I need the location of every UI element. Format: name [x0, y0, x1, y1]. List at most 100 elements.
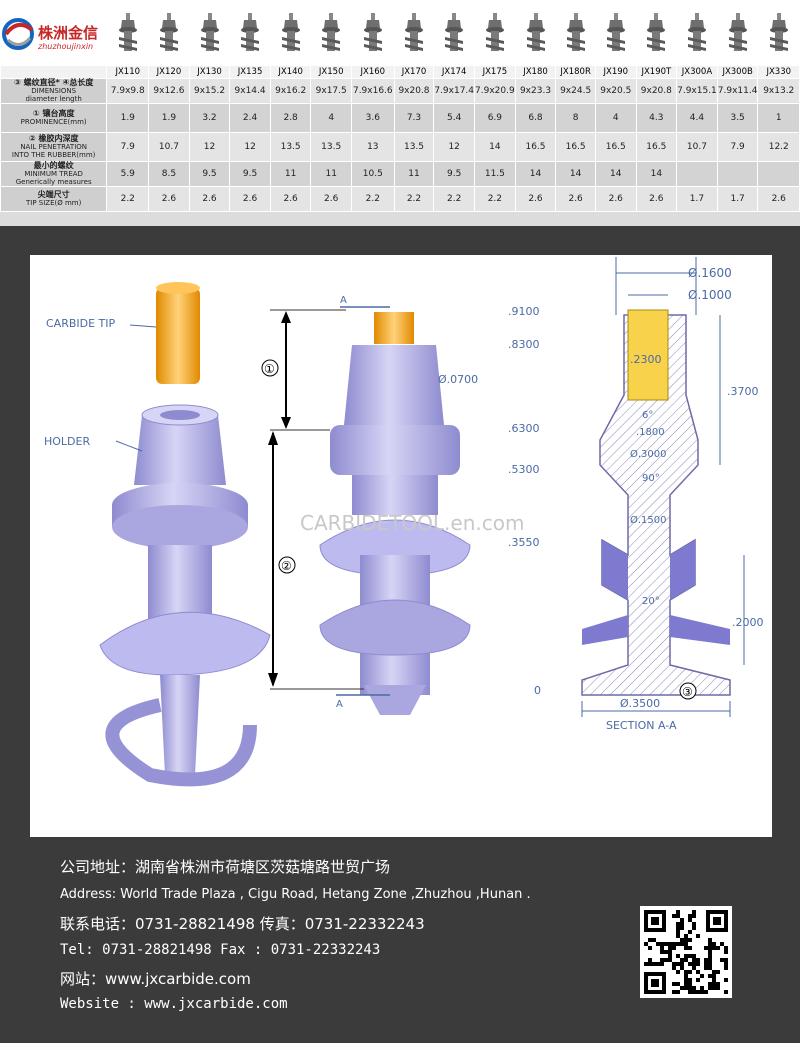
- spec-value: 7.9x15.1: [676, 78, 718, 104]
- spec-value: 2.6: [555, 186, 596, 212]
- dim-3550: .3550: [508, 536, 540, 549]
- stud-image-cell: [716, 0, 759, 66]
- diameter-1000: Ø.1000: [688, 288, 732, 302]
- spec-value: 4: [310, 103, 352, 133]
- spec-value: 1: [757, 103, 800, 133]
- stud-icon: [281, 13, 300, 51]
- stud-icon: [526, 13, 545, 51]
- model-code: JX135: [229, 65, 271, 79]
- stud-image-cell: [188, 0, 231, 66]
- stud-image-cell: [635, 0, 678, 66]
- technical-drawing: CARBIDE TIP HOLDER A: [30, 255, 772, 837]
- section-mark-top: A: [340, 295, 347, 306]
- phone-cn: 联系电话：0731-28821498 传真：0731-22332243: [60, 915, 425, 933]
- spec-value: 11: [269, 161, 312, 187]
- spec-value: 16.5: [635, 132, 678, 162]
- spec-value: 9x17.5: [310, 78, 352, 104]
- website-cn: 网站：www.jxcarbide.com: [60, 970, 251, 988]
- spec-value: 5.4: [433, 103, 476, 133]
- spec-value: [757, 161, 800, 187]
- stud-image-cell: [350, 0, 395, 66]
- spec-value: 8: [555, 103, 596, 133]
- carbide-tip-shape: [156, 288, 200, 384]
- spec-value: 10.5: [350, 161, 395, 187]
- spec-value: 1.9: [106, 103, 150, 133]
- section-tip: [627, 309, 669, 401]
- stud-images-row: [0, 0, 800, 66]
- stud-image-cell: [474, 0, 516, 66]
- spec-value: 2.6: [188, 186, 231, 212]
- spec-value: 7.9x20.9: [474, 78, 516, 104]
- dim-8300: .8300: [508, 338, 540, 351]
- website-en: Website : www.jxcarbide.com: [60, 996, 288, 1012]
- stud-icon: [159, 13, 178, 51]
- model-code: JX180: [514, 65, 557, 79]
- spec-value: 13.5: [269, 132, 312, 162]
- model-code: JX110: [106, 65, 150, 79]
- spec-value: 11: [393, 161, 435, 187]
- spec-value: 14: [514, 161, 557, 187]
- holder-top-shape: [134, 415, 226, 485]
- stud-image-cell: [310, 0, 352, 66]
- address-cn: 公司地址：湖南省株洲市荷塘区茨菇塘路世贸广场: [60, 858, 391, 876]
- spec-value: 2.6: [229, 186, 271, 212]
- dim-6300: .6300: [508, 422, 540, 435]
- angle-20: 20°: [642, 596, 660, 607]
- spec-value: 11.5: [474, 161, 516, 187]
- spec-value: 7.3: [393, 103, 435, 133]
- model-code: JX330: [757, 65, 800, 79]
- spec-value: 16.5: [594, 132, 637, 162]
- diameter-3500: Ø.3500: [620, 697, 660, 710]
- stud-icon: [118, 13, 137, 51]
- spec-value: 9x20.8: [393, 78, 435, 104]
- spec-value: 16.5: [555, 132, 596, 162]
- spec-value: 9x14.4: [229, 78, 271, 104]
- spec-value: 2.6: [635, 186, 678, 212]
- model-code: JX150: [310, 65, 352, 79]
- spec-value: 9.5: [433, 161, 476, 187]
- spec-value: 9x16.2: [269, 78, 312, 104]
- watermark: CARBIDETOOL.en.com: [300, 511, 524, 535]
- spec-value: 9x23.3: [514, 78, 557, 104]
- spec-value: 9x13.2: [757, 78, 800, 104]
- logo-text-cn: 株洲金信: [38, 24, 99, 42]
- spec-value: 5.9: [106, 161, 150, 187]
- spec-value: 14: [474, 132, 516, 162]
- side-view: A ① ② Ø.0700 A: [261, 295, 478, 715]
- section-view: .9100 .8300 .6300 .5300 .3550 0 Ø.1600 Ø…: [508, 257, 764, 732]
- spec-value: 12: [229, 132, 271, 162]
- exploded-view: CARBIDE TIP HOLDER: [44, 282, 271, 787]
- dim-1800: .1800: [636, 427, 665, 438]
- holder-label: HOLDER: [44, 435, 90, 448]
- spec-value: 2.4: [229, 103, 271, 133]
- stud-icon: [769, 13, 788, 51]
- diameter-3000: Ø.3000: [630, 448, 667, 460]
- stud-image-cell: [229, 0, 271, 66]
- carbide-tip-label: CARBIDE TIP: [46, 317, 116, 330]
- spec-value: 2.2: [474, 186, 516, 212]
- stud-icon: [322, 13, 341, 51]
- model-code: JX140: [269, 65, 312, 79]
- model-code: JX130: [188, 65, 231, 79]
- logo-icon: [2, 18, 34, 50]
- company-logo: 株洲金信 zhuzhoujinxin: [0, 0, 114, 66]
- spec-value: 2.8: [269, 103, 312, 133]
- spec-value: 1.7: [716, 186, 759, 212]
- spec-value: 8.5: [148, 161, 190, 187]
- spec-value: [716, 161, 759, 187]
- stud-image-cell: [433, 0, 476, 66]
- spec-value: 1.7: [676, 186, 718, 212]
- dim-9100: .9100: [508, 305, 540, 318]
- model-code: JX160: [350, 65, 395, 79]
- qr-code: [640, 906, 732, 998]
